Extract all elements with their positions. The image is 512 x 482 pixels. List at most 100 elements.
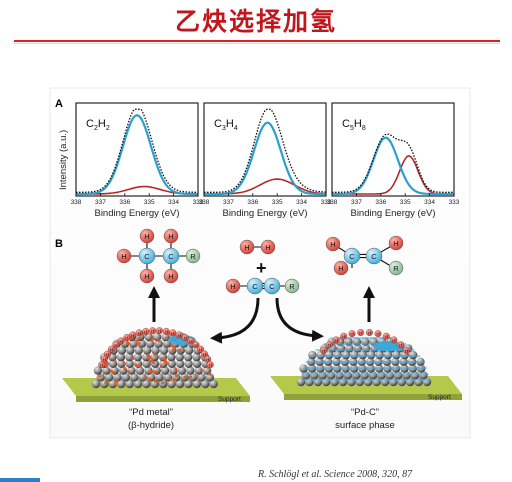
carbon-atom — [365, 247, 383, 265]
blue-component-curve — [332, 136, 454, 196]
x-tick-label: 335 — [144, 199, 155, 206]
pd-atom-sphere — [192, 352, 201, 362]
surface-hydrogen-symbol: H — [165, 329, 168, 334]
plot-frame — [203, 102, 327, 197]
pd-atom-sphere — [205, 373, 215, 382]
curved-arrow-right — [275, 297, 324, 342]
x-tick-label: 338 — [199, 199, 210, 206]
hydrogen-atom-symbol: H — [144, 272, 149, 281]
surface-hydrogen-symbol: H — [342, 334, 345, 339]
surface-hydrogen-symbol: H — [103, 357, 106, 362]
pd-atom-sphere — [184, 359, 193, 368]
molecule-formula-label: C5H8 — [342, 118, 366, 132]
pd-atom-sphere — [91, 379, 101, 389]
pd-atom-sphere — [197, 373, 206, 382]
surface-hydrogen-symbol: H — [119, 339, 122, 344]
surface-hydrogen-symbol: H — [334, 338, 337, 343]
measured-data-curve — [204, 108, 327, 193]
pd-atom-sphere — [133, 352, 142, 362]
surface-hydrogen-atom — [149, 327, 157, 335]
hydrogen-atom-symbol: H — [265, 243, 270, 252]
surface-hydrogen-symbol: H — [144, 329, 147, 334]
plot-frame — [75, 102, 199, 197]
surface-hydrogen-atom — [107, 345, 115, 353]
x-tick-label: 336 — [375, 199, 386, 206]
surface-hydrogen-symbol: H — [399, 343, 402, 348]
subsurface-hydrogen-dot — [157, 339, 161, 343]
surface-hydrogen-atom — [204, 355, 212, 363]
subsurface-hydrogen-dot — [154, 370, 158, 374]
surface-hydrogen-symbol: H — [350, 332, 353, 337]
subsurface-hydrogen-dot — [135, 339, 139, 343]
surface-hydrogen-atom — [365, 329, 373, 336]
x-tick-label: 337 — [351, 199, 362, 206]
surface-hydrogen-symbol: H — [138, 331, 141, 336]
surface-hydrogen-symbol: H — [125, 336, 128, 341]
surface-hydrogen-symbol: H — [158, 329, 161, 334]
pd-atom-sphere — [134, 346, 143, 355]
subsurface-hydrogen-dot — [149, 359, 153, 363]
x-tick-label: 338 — [327, 199, 338, 206]
surface-hydrogen-symbol: H — [368, 331, 371, 336]
adsorbed-molecule — [373, 341, 405, 351]
subsurface-hydrogen-dot — [122, 362, 126, 365]
surface-hydrogen-symbol: H — [178, 333, 181, 338]
hydrogen-atom — [260, 239, 276, 255]
surface-hydrogen-atom — [397, 341, 405, 349]
hydrogen-atom-symbol: H — [168, 232, 173, 241]
x-tick-label: 333 — [193, 199, 204, 206]
pd-atom-sphere — [133, 379, 143, 389]
carbon-layer — [301, 373, 429, 376]
pd-atom-sphere — [192, 359, 202, 368]
carbon-atom-symbol: C — [144, 252, 150, 261]
carbon-layer — [309, 355, 421, 358]
subsurface-hydrogen-dot — [161, 381, 164, 385]
pd-atom-sphere — [194, 366, 203, 375]
pd-atom-sphere — [129, 339, 138, 348]
x-tick-label: 335 — [272, 199, 283, 206]
pd-atom-sphere — [116, 352, 126, 362]
subsurface-hydrogen-dot — [165, 361, 169, 365]
x-tick-label: 336 — [119, 199, 130, 206]
subsurface-hydrogen-dot — [163, 358, 167, 362]
pd-atom-sphere — [152, 332, 162, 342]
carbon-atom-symbol: C — [269, 282, 275, 291]
surface-hydrogen-atom — [382, 332, 390, 340]
pd-atom-sphere — [202, 366, 212, 375]
r-group — [185, 248, 201, 264]
subsurface-hydrogen-dot — [170, 344, 173, 348]
hydrogen-atom-symbol: H — [338, 264, 343, 273]
left-caption-line1: “Pd metal” — [129, 407, 173, 418]
x-axis-label: Binding Energy (eV) — [222, 208, 307, 219]
carbon-atom — [162, 247, 180, 265]
surface-hydrogen-atom — [374, 330, 382, 338]
subsurface-hydrogen-dot — [183, 375, 187, 379]
carbon-layer — [301, 379, 429, 382]
subsurface-hydrogen-dot — [136, 342, 140, 346]
surface-hydrogen-atom — [357, 329, 365, 336]
subsurface-hydrogen-dot — [111, 370, 115, 374]
pd-atom-sphere — [102, 366, 111, 375]
subsurface-hydrogen-dot — [126, 341, 129, 345]
pd-atom-sphere — [185, 346, 194, 355]
pd-atom-sphere — [188, 373, 198, 382]
hydrogen-atom — [225, 278, 241, 294]
surface-hydrogen-atom — [98, 361, 106, 369]
subsurface-hydrogen-dot — [137, 364, 141, 368]
carbon-layer — [305, 361, 425, 364]
slide-title: 乙炔选择加氢 — [174, 7, 337, 36]
subsurface-hydrogen-dot — [123, 367, 127, 371]
pd-atom-sphere — [186, 366, 195, 375]
surface-hydrogen-symbol: H — [131, 333, 134, 338]
x-axis-label: Binding Energy (eV) — [350, 208, 435, 219]
r-group-symbol: R — [289, 282, 295, 291]
surface-hydrogen-symbol: H — [114, 343, 117, 348]
surface-hydrogen-atom — [155, 327, 163, 335]
reaction-arrows — [148, 286, 375, 344]
